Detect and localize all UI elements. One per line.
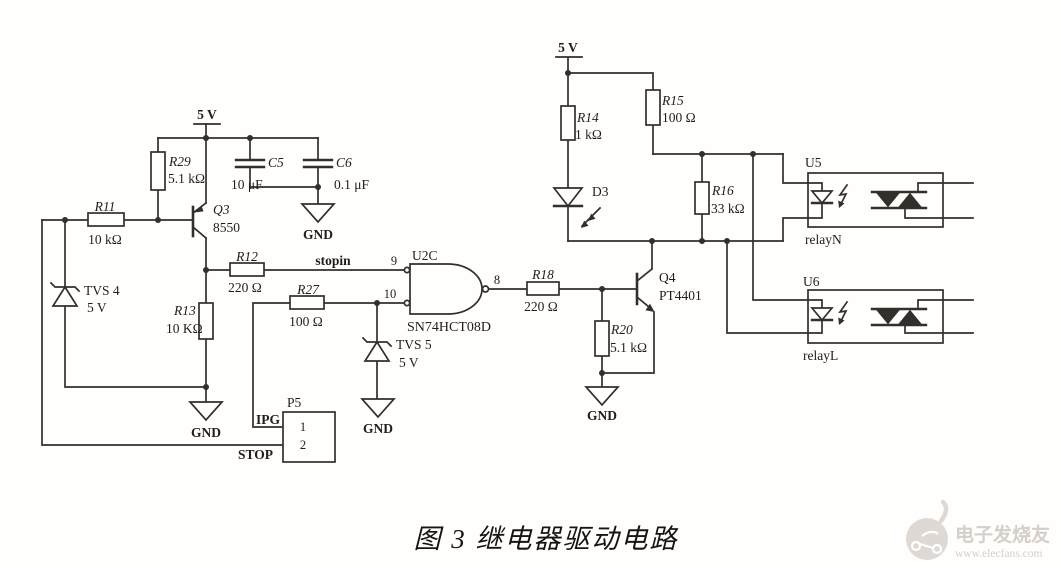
junction-dots — [62, 70, 756, 390]
r15-value: 100 Ω — [662, 110, 696, 125]
resistor-r18 — [526, 281, 560, 296]
q3-value: 8550 — [213, 220, 240, 235]
u5-ref: U5 — [805, 155, 822, 170]
q3-ref: Q3 — [213, 202, 230, 217]
r16-ref: R16 — [711, 183, 734, 198]
net-stopin-label: stopin — [315, 253, 351, 268]
d3-ref: D3 — [592, 184, 609, 199]
r11-ref: R11 — [94, 199, 116, 214]
c6-ref: C6 — [336, 155, 352, 170]
r20-ref: R20 — [610, 322, 633, 337]
r29-ref: R29 — [168, 154, 191, 169]
u2c-pin10-label: 10 — [384, 287, 397, 301]
gnd-label-tvs5: GND — [363, 421, 393, 436]
r14-value: 1 kΩ — [575, 127, 602, 142]
watermark-logo-icon — [906, 499, 949, 560]
watermark-brand: 电子发烧友 — [955, 523, 1050, 546]
r14-ref: R14 — [576, 110, 599, 125]
u2c-ref: U2C — [412, 248, 438, 263]
u2c-pin8-label: 8 — [494, 273, 500, 287]
capacitor-c5 — [234, 158, 266, 169]
capacitor-c6 — [302, 158, 334, 169]
resistor-r15 — [645, 89, 661, 126]
gnd-label-r13: GND — [191, 425, 221, 440]
watermark-url: www.elecfans.com — [955, 548, 1042, 560]
c6-value: 0.1 μF — [334, 177, 369, 192]
gnd-label-r20: GND — [587, 408, 617, 423]
p5-ref: P5 — [287, 395, 302, 410]
r12-value: 220 Ω — [228, 280, 262, 295]
u6-net-label: relayL — [803, 348, 838, 363]
watermark: 电子发烧友 www.elecfans.com — [906, 499, 1050, 560]
tvs4-diode — [49, 281, 81, 307]
r15-ref: R15 — [661, 93, 684, 108]
r27-ref: R27 — [296, 282, 320, 297]
connector-p5 — [282, 411, 336, 463]
resistor-r20 — [594, 320, 610, 357]
tvs5-diode — [361, 336, 393, 362]
transistor-q3 — [191, 201, 208, 240]
r20-value: 5.1 kΩ — [610, 340, 647, 355]
net-ipg-label: IPG — [256, 412, 281, 427]
resistor-r16 — [694, 181, 710, 215]
resistor-r11 — [87, 212, 125, 227]
transistor-q4 — [635, 267, 655, 312]
figure-caption: 图 3 继电器驱动电路 — [414, 524, 679, 554]
net-stop-label: STOP — [238, 447, 273, 462]
tvs4-ref: TVS 4 — [84, 283, 120, 298]
resistor-r29 — [150, 151, 166, 191]
c5-ref: C5 — [268, 155, 284, 170]
vcc-right-label: 5 V — [558, 40, 578, 55]
r11-value: 10 kΩ — [88, 232, 122, 247]
resistor-r27 — [289, 295, 325, 310]
r18-ref: R18 — [531, 267, 554, 282]
resistor-r13 — [198, 302, 214, 340]
resistor-r12 — [229, 262, 265, 277]
tvs4-value: 5 V — [87, 300, 107, 315]
optocoupler-u5 — [807, 172, 974, 228]
u5-net-label: relayN — [805, 232, 842, 247]
p5-pin2-label: 2 — [300, 438, 306, 452]
r27-value: 100 Ω — [289, 314, 323, 329]
tvs5-value: 5 V — [399, 355, 419, 370]
c5-value: 10 μF — [231, 177, 263, 192]
resistor-r14 — [560, 105, 576, 141]
r13-ref: R13 — [173, 303, 196, 318]
r12-ref: R12 — [235, 249, 258, 264]
gnd-label-c6: GND — [303, 227, 333, 242]
q4-value: PT4401 — [659, 288, 702, 303]
r13-value: 10 KΩ — [166, 321, 203, 336]
r18-value: 220 Ω — [524, 299, 558, 314]
led-d3 — [552, 187, 602, 228]
tvs5-ref: TVS 5 — [396, 337, 432, 352]
q4-ref: Q4 — [659, 270, 676, 285]
u6-ref: U6 — [803, 274, 820, 289]
p5-pin1-label: 1 — [300, 420, 306, 434]
r16-value: 33 kΩ — [711, 201, 745, 216]
u2c-pin9-label: 9 — [391, 254, 397, 268]
gnd-symbols — [188, 203, 620, 422]
optocoupler-u6 — [807, 289, 974, 344]
and-gate-u2c — [403, 263, 490, 315]
r29-value: 5.1 kΩ — [168, 171, 205, 186]
u2c-part: SN74HCT08D — [407, 320, 491, 335]
vcc-left-label: 5 V — [197, 107, 217, 122]
